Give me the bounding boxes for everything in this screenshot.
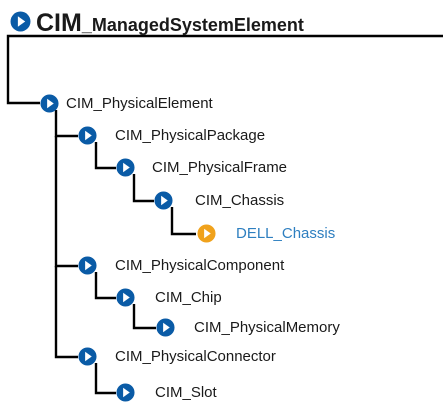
blue-arrow-icon bbox=[78, 256, 97, 275]
connector-physicalpackage bbox=[54, 110, 78, 138]
blue-arrow-icon bbox=[156, 318, 175, 337]
header-rule bbox=[6, 34, 443, 44]
root-title: CIM_ManagedSystemElement bbox=[36, 11, 304, 36]
blue-arrow-icon bbox=[78, 347, 97, 366]
node-physicalframe: CIM_PhysicalFrame bbox=[152, 159, 288, 176]
connector-physicalcomponent bbox=[54, 136, 78, 268]
node-physicalcomponent: CIM_PhysicalComponent bbox=[115, 257, 285, 274]
connector-chip bbox=[94, 272, 116, 300]
node-chip: CIM_Chip bbox=[155, 289, 222, 306]
orange-arrow-icon bbox=[197, 224, 216, 243]
blue-arrow-icon bbox=[78, 126, 97, 145]
connector-slot bbox=[94, 363, 116, 395]
node-dell-chassis: DELL_Chassis bbox=[236, 225, 336, 242]
blue-arrow-icon bbox=[154, 191, 173, 210]
node-physicalelement: CIM_PhysicalElement bbox=[66, 95, 213, 112]
root-title-suffix: _ManagedSystemElement bbox=[81, 15, 304, 35]
blue-arrow-icon bbox=[116, 383, 135, 402]
node-chassis: CIM_Chassis bbox=[195, 192, 285, 209]
blue-arrow-icon bbox=[116, 158, 135, 177]
node-physicalmemory: CIM_PhysicalMemory bbox=[194, 319, 340, 336]
blue-arrow-icon bbox=[116, 288, 135, 307]
root-connector bbox=[6, 44, 40, 105]
node-physicalconnector: CIM_PhysicalConnector bbox=[115, 348, 276, 365]
connector-physicalmemory bbox=[132, 304, 156, 330]
connector-dell-chassis bbox=[170, 207, 196, 236]
connector-physicalframe bbox=[94, 142, 116, 170]
root-title-main: CIM bbox=[36, 9, 82, 37]
root-arrow-icon bbox=[10, 11, 31, 32]
node-slot: CIM_Slot bbox=[155, 384, 217, 401]
connector-chassis bbox=[132, 174, 154, 203]
connector-physicalconnector bbox=[54, 266, 78, 359]
node-physicalpackage: CIM_PhysicalPackage bbox=[115, 127, 266, 144]
blue-arrow-icon bbox=[40, 94, 59, 113]
